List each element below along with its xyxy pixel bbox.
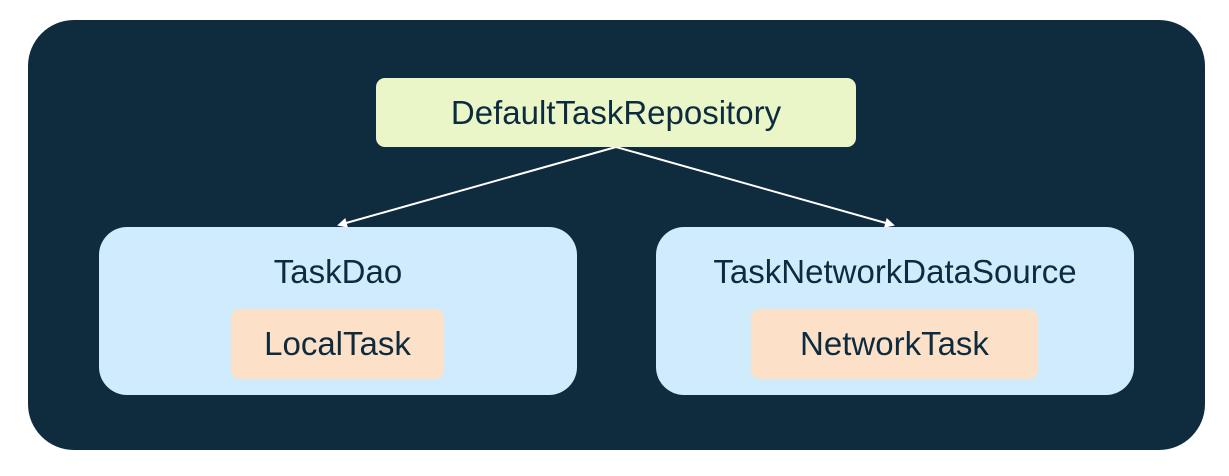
default-task-repository-node: DefaultTaskRepository (376, 78, 856, 147)
task-network-data-source-group: TaskNetworkDataSource NetworkTask (656, 227, 1134, 395)
network-task-node: NetworkTask (751, 309, 1038, 379)
task-network-data-source-label: TaskNetworkDataSource (713, 253, 1077, 290)
task-dao-label: TaskDao (273, 253, 403, 290)
local-task-node: LocalTask (231, 309, 444, 379)
task-dao-group: TaskDao LocalTask (99, 227, 577, 395)
